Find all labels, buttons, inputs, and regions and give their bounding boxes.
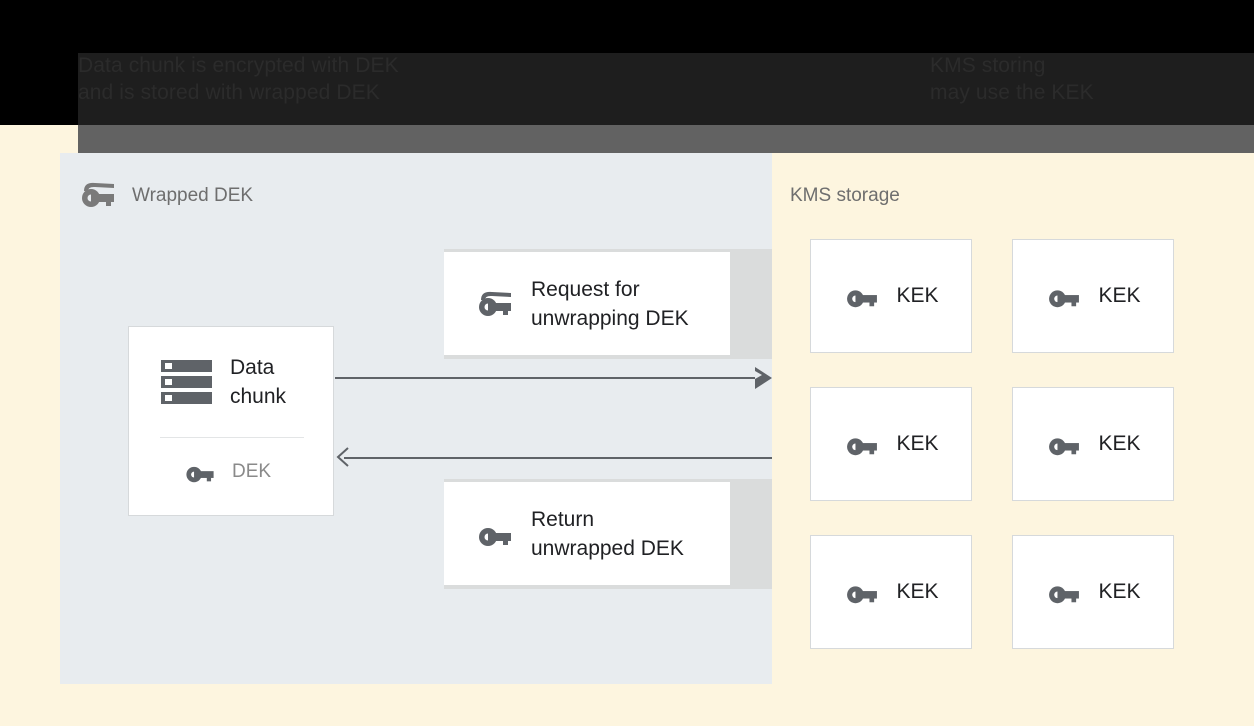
data-chunk-card-label: Data chunk [230, 356, 287, 408]
kms-panel-title: KMS storage [790, 185, 900, 206]
key-icon [843, 578, 881, 606]
data-chunk-card-dek-label: DEK [232, 461, 272, 482]
kek-box[interactable]: KEK [810, 387, 972, 501]
data-chunk-icon [159, 357, 214, 407]
header-gray-bar [0, 125, 1254, 153]
key-icon [1045, 282, 1083, 310]
message-box-return-label: Return unwrapped DEK [531, 507, 684, 560]
message-box-return[interactable]: Return unwrapped DEK [444, 482, 730, 585]
kek-box-label: KEK [1098, 432, 1141, 455]
kek-box-label: KEK [896, 432, 939, 455]
key-icon [1045, 430, 1083, 458]
data-chunk-card-header: Data chunk [129, 327, 333, 411]
arrow-request-line [335, 377, 765, 379]
kek-box[interactable]: KEK [810, 239, 972, 353]
kek-box[interactable]: KEK [1012, 387, 1174, 501]
data-chunk-card-divider [160, 437, 304, 438]
kek-box[interactable]: KEK [1012, 239, 1174, 353]
wrapped-key-icon [475, 289, 515, 319]
kek-box-label: KEK [896, 580, 939, 603]
header-left-fill [0, 53, 78, 125]
kek-box[interactable]: KEK [810, 535, 972, 649]
message-box-request-label: Request for unwrapping DEK [531, 277, 689, 330]
kek-box-label: KEK [1098, 284, 1141, 307]
key-icon [183, 459, 217, 485]
key-icon [843, 430, 881, 458]
key-icon [475, 519, 515, 549]
arrow-return-head-icon [336, 447, 350, 467]
message-box-request[interactable]: Request for unwrapping DEK [444, 252, 730, 355]
key-icon [843, 282, 881, 310]
kek-box-label: KEK [1098, 580, 1141, 603]
data-chunk-card-dek-row: DEK [129, 459, 333, 485]
kek-box[interactable]: KEK [1012, 535, 1174, 649]
header-dark-strip [0, 53, 1254, 125]
client-panel-title: Wrapped DEK [132, 185, 254, 206]
kek-grid: KEK KEK KEK [810, 239, 1174, 649]
header-caption-left: Data chunk is encrypted with DEK and is … [78, 54, 399, 104]
header-caption-right: KMS storing may use the KEK [930, 54, 1094, 104]
key-icon [1045, 578, 1083, 606]
wrapped-key-icon [78, 180, 118, 210]
arrow-return-line [344, 457, 772, 459]
data-chunk-card[interactable]: Data chunk DEK [128, 326, 334, 516]
header-gray-bar-notch [0, 125, 78, 153]
header-black-strip [0, 0, 1254, 53]
kek-box-label: KEK [896, 284, 939, 307]
arrow-request-head-icon [755, 367, 772, 389]
